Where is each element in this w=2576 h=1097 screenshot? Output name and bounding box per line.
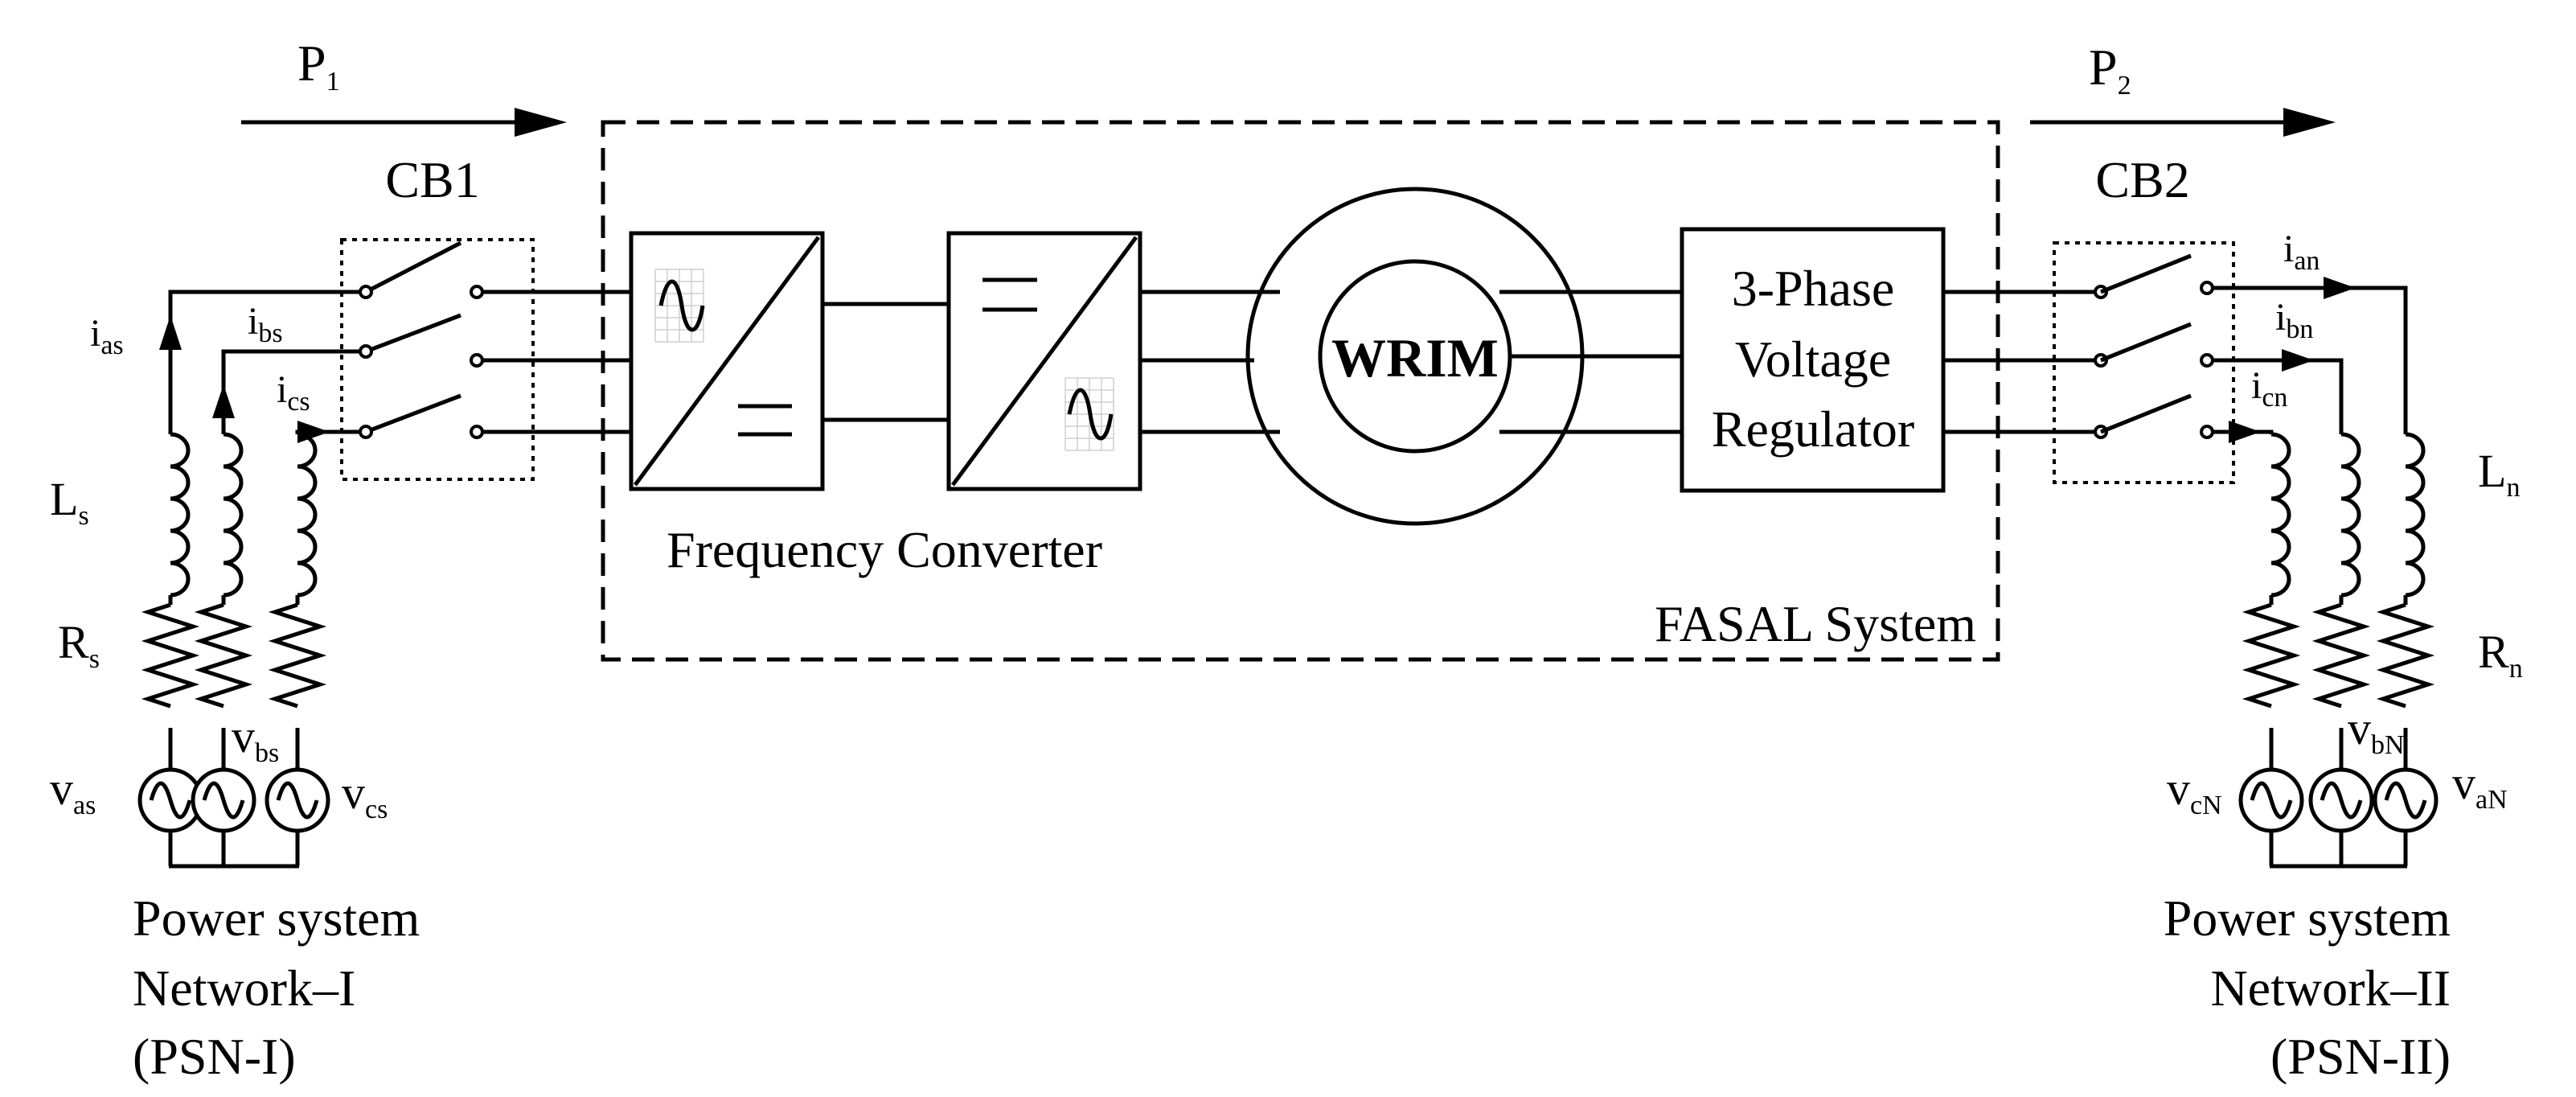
circuit-breaker-cb1: CB1	[340, 151, 631, 481]
left-network: ias ibs ics Ls Rs vas vbs vcs Power syst…	[50, 290, 420, 1085]
current-arrow-ian	[2324, 277, 2356, 299]
current-arrow-ias	[159, 315, 182, 350]
regulator-line1: 3-Phase	[1732, 260, 1895, 317]
fasal-boundary	[601, 120, 2000, 662]
psn2-caption-line1: Power system	[2164, 890, 2451, 947]
resistor-rs-b	[194, 602, 253, 709]
label-ibs: ibs	[248, 300, 283, 348]
voltage-regulator: 3-Phase Voltage Regulator	[1680, 227, 1946, 493]
resistor-rs-a	[141, 602, 200, 709]
label-ibn: ibn	[2275, 296, 2313, 344]
svg-text:P2: P2	[2089, 39, 2131, 101]
p1-subscript: 1	[326, 67, 340, 97]
current-arrow-ibs	[212, 384, 235, 418]
resistor-rs-c	[268, 602, 327, 709]
label-ls: Ls	[50, 473, 89, 531]
cb2-label: CB2	[2095, 151, 2189, 208]
label-rn: Rn	[2478, 626, 2523, 684]
psn2-caption-line3: (PSN-II)	[2270, 1028, 2451, 1085]
inductor-ln-c	[2270, 432, 2291, 598]
source-vcn	[2238, 767, 2304, 833]
power-flow-p2: P2	[2030, 39, 2336, 137]
label-ias: ias	[90, 312, 124, 360]
source-vbn	[2308, 767, 2374, 833]
label-ian: ian	[2283, 228, 2320, 276]
svg-text:P1: P1	[297, 35, 340, 97]
ac-symbol-icon-2	[1067, 388, 1114, 441]
right-network: ian ibn icn Ln Rn vcN vbN vaN Power syst…	[2164, 228, 2523, 1085]
wrim-machine: WRIM	[1245, 187, 1585, 526]
psn1-caption-line1: Power system	[133, 890, 420, 947]
power-flow-p1: P1	[241, 35, 567, 137]
frequency-converter: Frequency Converter	[629, 231, 1142, 578]
resistor-rn-a	[2376, 602, 2435, 709]
cb1-enclosure	[340, 238, 535, 481]
label-vbs: vbs	[232, 710, 279, 768]
cb1-label: CB1	[385, 151, 479, 208]
psn1-caption-line2: Network–I	[133, 959, 355, 1017]
resistor-rn-b	[2311, 602, 2371, 709]
ac-symbol-icon	[658, 279, 705, 332]
regulator-line3: Regulator	[1712, 401, 1914, 458]
circuit-breaker-cb2: CB2	[2053, 151, 2235, 484]
resistor-rn-c	[2242, 602, 2301, 709]
p2-subscript: 2	[2118, 71, 2131, 101]
current-arrow-icn	[2229, 421, 2261, 443]
psn2-caption-line2: Network–II	[2210, 959, 2451, 1017]
frequency-converter-label: Frequency Converter	[667, 521, 1102, 578]
p2-symbol: P	[2089, 39, 2118, 96]
label-icn: icn	[2251, 364, 2287, 413]
source-vbs	[191, 767, 256, 833]
inductor-ls-b	[223, 432, 244, 598]
regulator-line2: Voltage	[1735, 331, 1891, 388]
label-vas: vas	[50, 762, 96, 820]
wrim-label: WRIM	[1331, 327, 1499, 388]
p1-symbol: P	[297, 35, 326, 92]
label-vbn: vbN	[2348, 702, 2405, 760]
voltage-regulator-block	[1680, 227, 1946, 493]
source-vcs	[265, 767, 330, 833]
label-vcn: vcN	[2167, 762, 2222, 820]
inductor-ls-c	[297, 432, 318, 598]
inductor-ls-a	[170, 432, 191, 598]
psn1-caption-line3: (PSN-I)	[133, 1028, 296, 1085]
inductor-ln-b	[2340, 432, 2361, 598]
label-van: vaN	[2452, 757, 2508, 815]
label-ics: ics	[277, 368, 310, 417]
fasal-system-label: FASAL System	[1655, 595, 1976, 652]
inductor-ln-a	[2405, 432, 2426, 598]
label-rs: Rs	[58, 616, 100, 674]
label-vcs: vcs	[342, 766, 388, 824]
current-arrow-ibn	[2282, 349, 2314, 372]
source-van	[2373, 767, 2439, 833]
current-arrow-ics	[297, 421, 330, 443]
label-ln: Ln	[2478, 445, 2520, 503]
